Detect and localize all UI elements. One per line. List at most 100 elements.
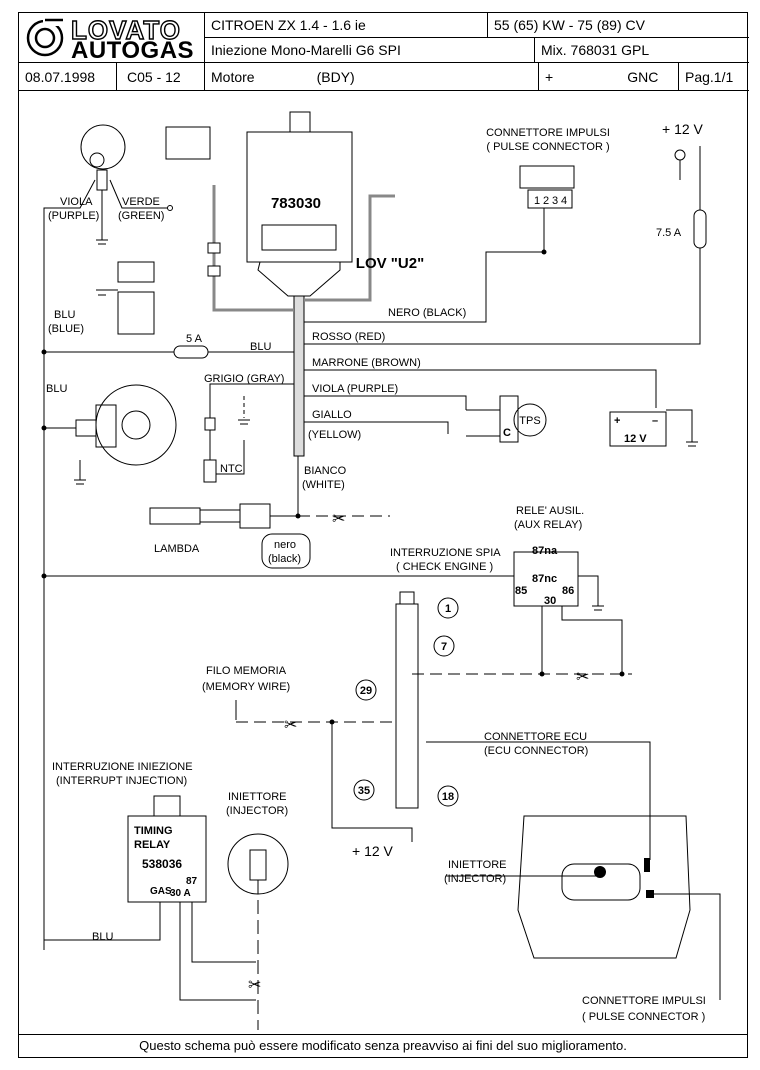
tps-label: TPS — [519, 415, 540, 427]
tps-c-label: C — [503, 427, 511, 439]
pulse-pin-3: 3 — [552, 195, 558, 207]
relay-86: 86 — [562, 585, 574, 597]
ecu-connector-strip — [395, 603, 419, 809]
iniettore-right-label: INIETTORE — [448, 859, 506, 871]
engine-label: Motore — [211, 68, 255, 85]
grigio-label: GRIGIO (GRAY) — [204, 373, 284, 385]
relay-87nc: 87nc — [532, 573, 557, 585]
ecu-pin-35: 35 — [358, 785, 370, 797]
mix-cell: Mix. 768031 GPL — [535, 38, 749, 63]
sheet-frame: LOVATO AUTOGAS CITROEN ZX 1.4 - 1.6 ie 5… — [18, 12, 749, 1058]
distributor — [80, 124, 126, 170]
fuse-75-label: 7.5 A — [656, 227, 682, 239]
fuel-gnc: GNC — [627, 68, 659, 85]
cut-icon: ✂ — [248, 977, 261, 994]
pulse-conn-bottom-label: CONNETTORE IMPULSI — [582, 995, 706, 1007]
viola-label: VIOLA — [60, 196, 93, 208]
pulse-pin-1: 1 — [534, 195, 540, 207]
timing-87: 87 — [186, 876, 198, 887]
date-cell: 08.07.1998 — [19, 63, 117, 91]
interruzione-spia-label: INTERRUZIONE SPIA — [390, 547, 501, 559]
footer-note: Questo schema può essere modificato senz… — [19, 1034, 747, 1057]
injection-cell: Iniezione Mono-Marelli G6 SPI — [205, 38, 535, 63]
timing-label-2: RELAY — [134, 839, 171, 851]
ecu-name: LOV "U2" — [356, 255, 424, 272]
relay-85: 85 — [515, 585, 527, 597]
ecu-pin-29: 29 — [360, 685, 372, 697]
brand-lovato: LOVATO — [70, 14, 181, 45]
yellow-label: (YELLOW) — [308, 429, 361, 441]
vehicle-cell: CITROEN ZX 1.4 - 1.6 ie — [205, 13, 488, 38]
battery — [609, 411, 667, 447]
interruzione-iniezione-label: INTERRUZIONE INIEZIONE — [52, 761, 193, 773]
timing-gas: GAS — [150, 886, 172, 897]
pulse-connector-top — [519, 165, 575, 189]
timing-label-1: TIMING — [134, 825, 173, 837]
marrone-label: MARRONE (BROWN) — [312, 357, 421, 369]
plus12-top: + 12 V — [662, 121, 704, 137]
switch-panel — [165, 126, 211, 160]
tps-sensor — [513, 403, 547, 437]
relay-30: 30 — [544, 595, 556, 607]
ecu-pin-18: 18 — [442, 791, 454, 803]
pulse-conn-bottom-label-en: ( PULSE CONNECTOR ) — [582, 1011, 705, 1023]
plus12-bottom: + 12 V — [352, 843, 394, 859]
injector-right-label: (INJECTOR) — [444, 873, 506, 885]
blu-wire-label: BLU — [250, 341, 271, 353]
battery-plus: + — [614, 415, 620, 427]
ecu-pin-7: 7 — [441, 641, 447, 653]
connettore-ecu-label: CONNETTORE ECU — [484, 731, 587, 743]
blue-label-1: (BLUE) — [48, 323, 84, 335]
engine-code: (BDY) — [316, 68, 355, 85]
injector-top-label: (INJECTOR) — [226, 805, 288, 817]
fuse-7-5a — [693, 209, 707, 249]
lambda-label: LAMBDA — [154, 543, 200, 555]
green-label: (GREEN) — [118, 210, 164, 222]
blu-bottom-label: BLU — [92, 931, 113, 943]
pulse-pin-4: 4 — [561, 195, 567, 207]
power-cell: 55 (65) KW - 75 (89) CV — [488, 13, 749, 38]
cut-icon: ✂ — [576, 669, 589, 686]
timing-30a: 30 A — [170, 888, 191, 899]
fuse-5a-label: 5 A — [186, 333, 203, 345]
iniettore-top-label: INIETTORE — [228, 791, 286, 803]
title-block: LOVATO AUTOGAS CITROEN ZX 1.4 - 1.6 ie 5… — [19, 13, 749, 91]
verde-label: VERDE — [122, 196, 160, 208]
fuel-cell: + GNC — [539, 63, 679, 91]
battery-minus: – — [652, 415, 658, 427]
ecu-connector-label: (ECU CONNECTOR) — [484, 745, 588, 757]
giallo-label: GIALLO — [312, 409, 352, 421]
cut-icon: ✂ — [284, 717, 297, 734]
plus-sign: + — [545, 68, 554, 85]
relay-87na: 87na — [532, 545, 558, 557]
battery-voltage: 12 V — [624, 433, 647, 445]
timing-code: 538036 — [142, 857, 182, 871]
car-outline — [517, 815, 691, 959]
rele-ausil-label: RELE' AUSIL. — [516, 505, 584, 517]
interrupt-injection-label: (INTERRUPT INJECTION) — [56, 775, 187, 787]
reducer — [95, 384, 177, 466]
pulse-pin-2: 2 — [543, 195, 549, 207]
page-cell: Pag.1/1 — [679, 63, 749, 91]
rosso-red-label: ROSSO (RED) — [312, 331, 385, 343]
cut-icon: ✂ — [332, 511, 345, 528]
viola-purple-label: VIOLA (PURPLE) — [312, 383, 398, 395]
engine-cell: Motore (BDY) — [205, 63, 539, 91]
nero-black-label: NERO (BLACK) — [388, 307, 466, 319]
filo-memoria-label: FILO MEMORIA — [206, 665, 287, 677]
aux-relay — [513, 551, 579, 607]
ecu-pin-1: 1 — [445, 603, 451, 615]
lambda-sensor — [149, 507, 201, 525]
lovato-logo-icon — [26, 18, 64, 57]
ntc-label: NTC — [220, 463, 243, 475]
brand-autogas: AUTOGAS — [71, 37, 195, 64]
bianco-label: BIANCO — [304, 465, 347, 477]
white-label: (WHITE) — [302, 479, 345, 491]
blu-label-1: BLU — [54, 309, 75, 321]
logo: LOVATO AUTOGAS — [19, 13, 205, 64]
memory-wire-label: (MEMORY WIRE) — [202, 681, 290, 693]
fuse-5a — [173, 345, 209, 359]
pulse-conn-top-label-en: ( PULSE CONNECTOR ) — [486, 141, 609, 153]
ecu-code: 783030 — [271, 195, 321, 212]
